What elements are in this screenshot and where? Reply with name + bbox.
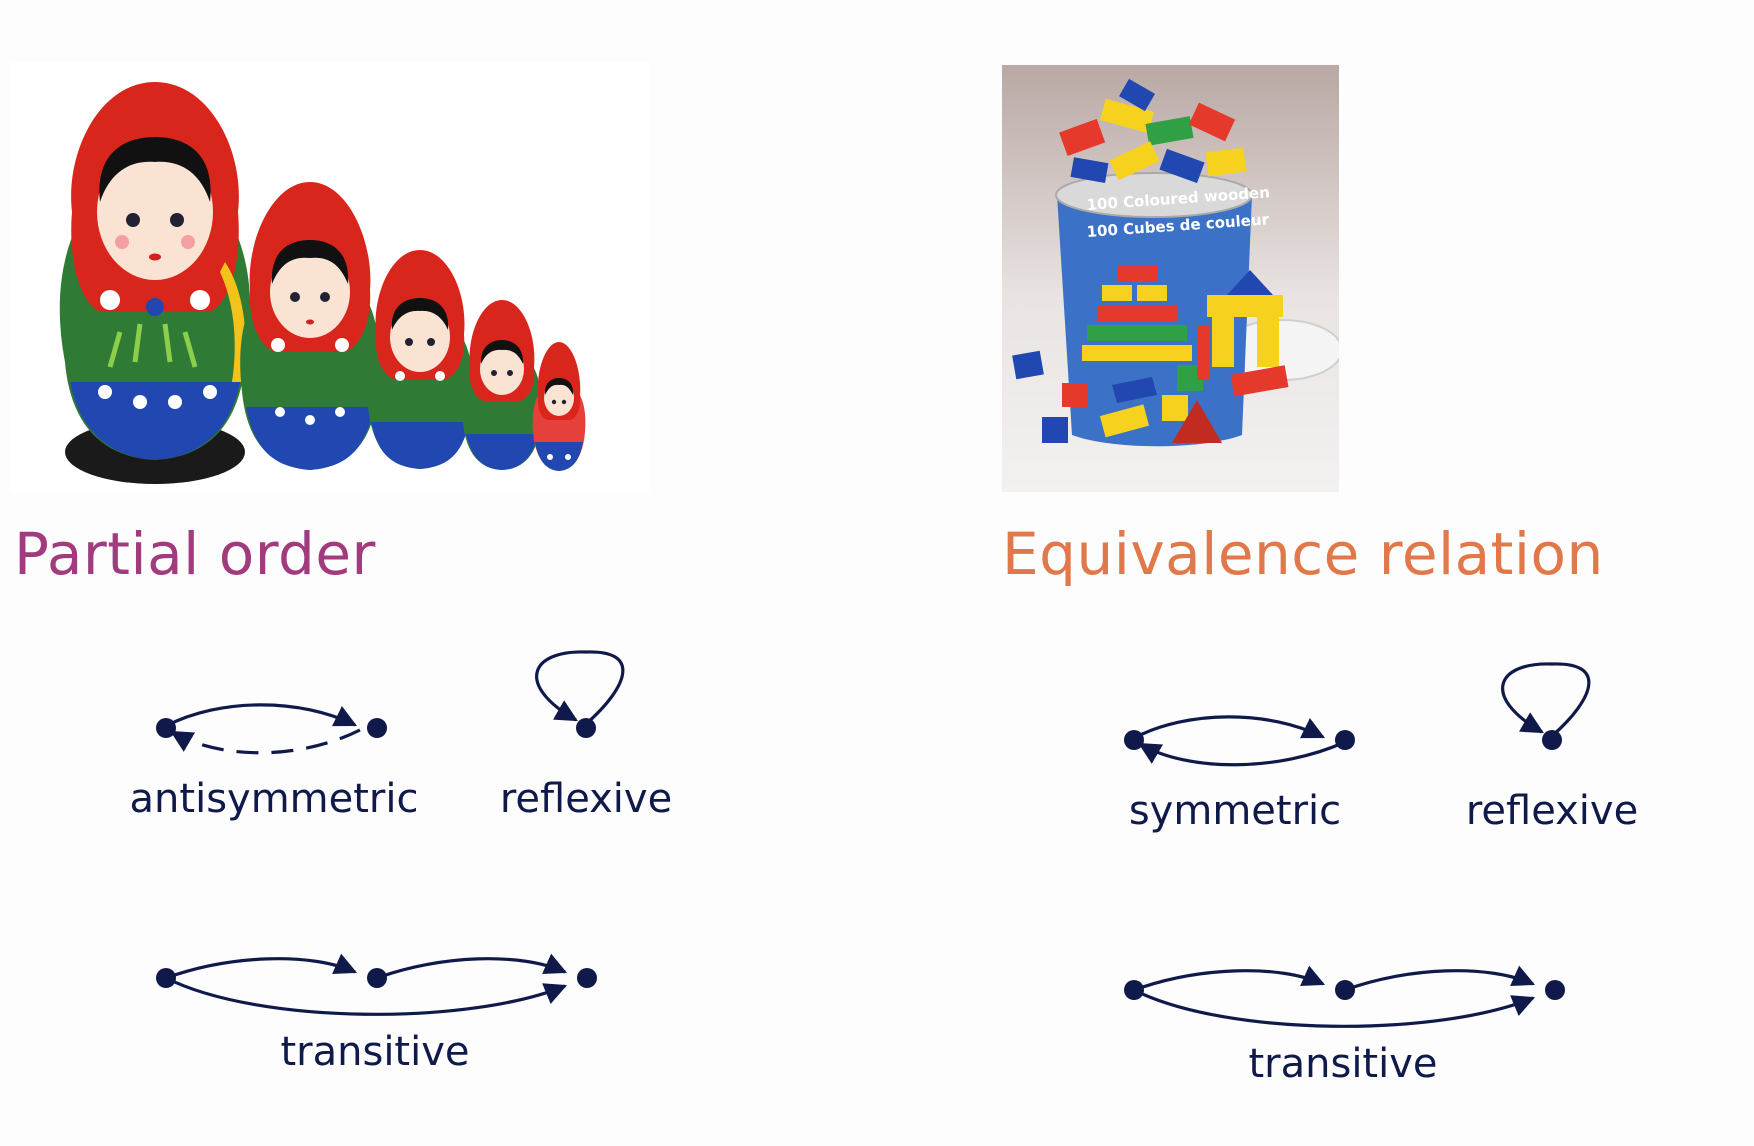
symmetric-forward-edge — [1133, 715, 1326, 740]
transitive-label-equivalence: transitive — [1248, 1041, 1437, 1087]
antisymmetric-diagram: antisymmetric — [130, 660, 430, 830]
doll-5 — [532, 342, 586, 471]
transitive-node-c — [577, 968, 597, 988]
transitive-diagram-equivalence: transitive — [1118, 912, 1578, 1092]
transitive-edge-ab-equivalence — [1133, 965, 1326, 992]
matryoshka-dolls-image — [10, 62, 650, 492]
reflexive-label-equivalence: reflexive — [1466, 788, 1638, 834]
symmetric-label: symmetric — [1129, 788, 1341, 834]
transitive-edge-ab — [165, 953, 358, 980]
symmetric-diagram: symmetric — [1118, 672, 1398, 842]
doll-4 — [462, 300, 542, 470]
transitive-node-b-equivalence — [1335, 980, 1355, 1000]
symmetric-node-a — [1124, 730, 1144, 750]
antisymmetric-node-b — [367, 718, 387, 738]
transitive-edge-bc-equivalence — [1344, 965, 1536, 992]
reflexive-node — [576, 718, 596, 738]
doll-2 — [240, 182, 380, 470]
reflexive-diagram-equivalence: reflexive — [1466, 652, 1666, 842]
transitive-edge-ac — [165, 976, 568, 1016]
reflexive-loop-edge-equivalence — [1501, 662, 1591, 738]
symmetric-backward-edge — [1138, 740, 1346, 767]
reflexive-label-partial: reflexive — [500, 776, 672, 822]
transitive-node-c-equivalence — [1545, 980, 1565, 1000]
doll-3 — [366, 250, 474, 469]
transitive-node-a — [156, 968, 176, 988]
partial-order-title: Partial order — [14, 520, 376, 588]
transitive-diagram-partial: transitive — [150, 900, 610, 1080]
transitive-edge-ac-equivalence — [1133, 988, 1536, 1028]
symmetric-node-b — [1335, 730, 1355, 750]
antisymmetric-forward-edge — [165, 703, 358, 728]
transitive-edge-bc — [376, 953, 568, 980]
coloured-blocks-image: 100 Coloured wooden 100 Cubes de couleur — [1002, 65, 1339, 492]
transitive-label-partial: transitive — [280, 1029, 469, 1075]
reflexive-diagram-partial: reflexive — [500, 640, 700, 830]
reflexive-loop-edge — [535, 650, 625, 726]
equivalence-relation-title: Equivalence relation — [1002, 520, 1604, 588]
reflexive-node-equivalence — [1542, 730, 1562, 750]
transitive-node-b — [367, 968, 387, 988]
antisymmetric-node-a — [156, 718, 176, 738]
doll-1 — [59, 82, 251, 484]
antisymmetric-label: antisymmetric — [130, 776, 419, 822]
transitive-node-a-equivalence — [1124, 980, 1144, 1000]
antisymmetric-dashed-edge — [170, 728, 361, 755]
